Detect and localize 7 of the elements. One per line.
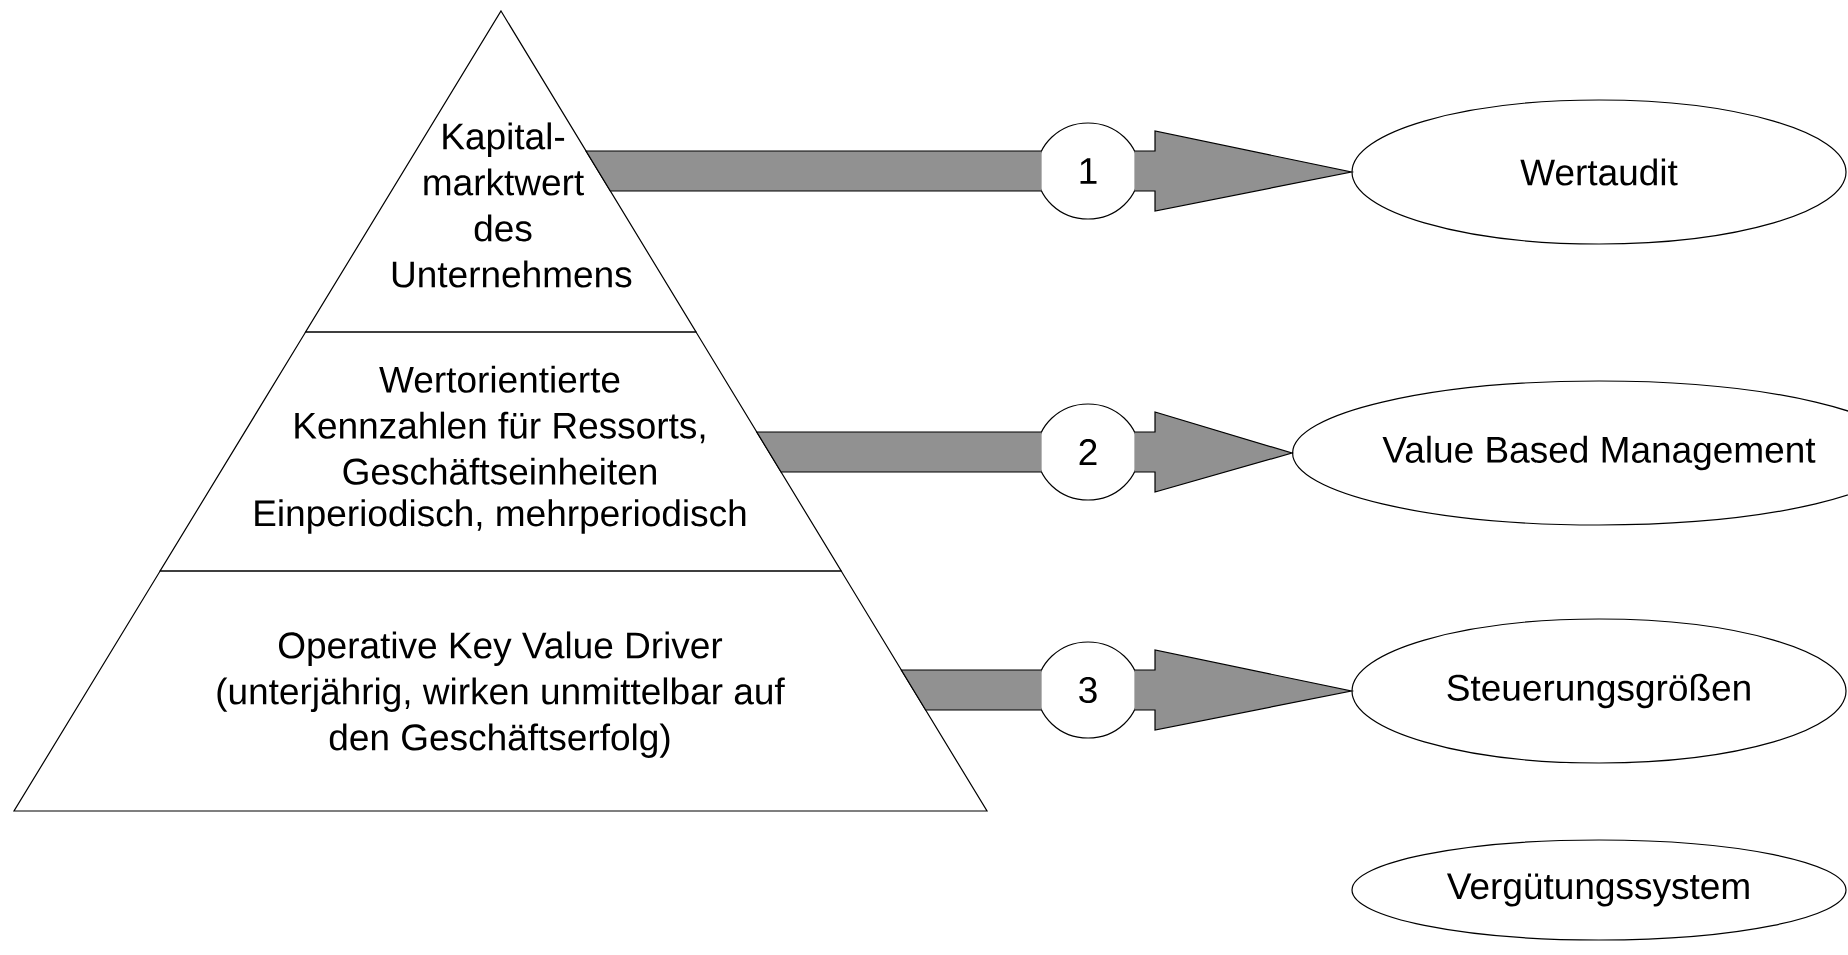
connector-bar <box>755 431 1043 473</box>
connector-bar <box>585 150 1043 192</box>
connector-bar <box>900 669 1043 711</box>
block-arrow <box>1133 130 1355 212</box>
block-arrow <box>1133 649 1355 731</box>
block-arrow <box>1133 411 1295 493</box>
pyramid-band: Wertorientierte Kennzahlen für Ressorts, Geschäftseinheiten Einperiodisch, mehrperiodisch <box>159 331 843 572</box>
